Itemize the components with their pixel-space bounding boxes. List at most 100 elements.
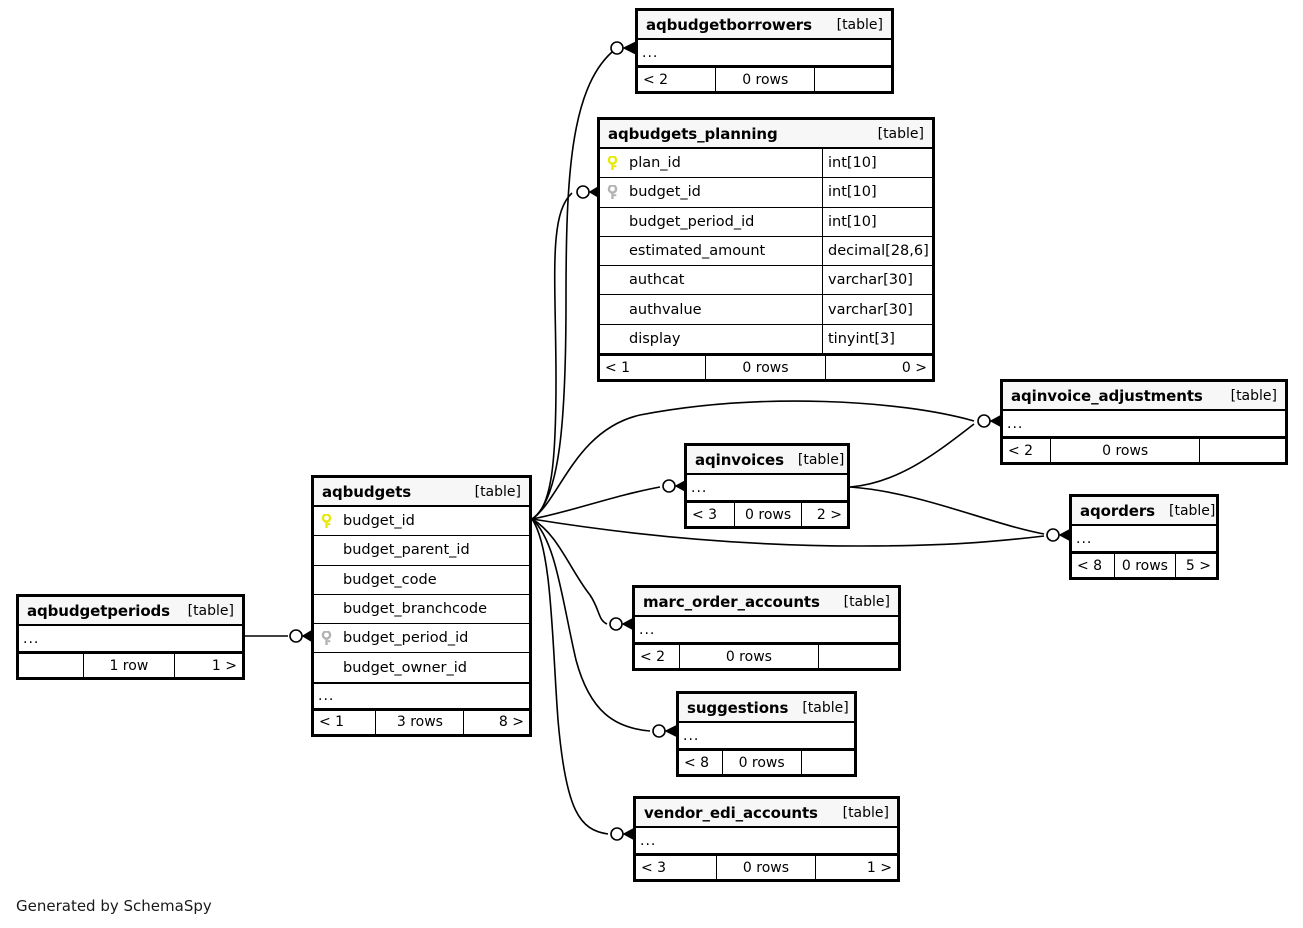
footer-rowcount: 0 rows [717, 856, 817, 879]
table-type-label: [table] [187, 602, 234, 619]
table-type-label: [table] [1230, 387, 1277, 404]
column-row[interactable]: budget_period_id int[10] [600, 207, 932, 237]
footer-children [802, 751, 855, 774]
column-row[interactable]: budget_parent_id [314, 536, 529, 566]
column-name: budget_branchcode [343, 601, 488, 618]
columns-ellipsis: ... [314, 682, 529, 709]
column-datatype: decimal[28,6] [822, 236, 932, 266]
footer-parents: < 8 [1072, 554, 1116, 577]
footer-children [815, 68, 891, 91]
footer-parents: < 2 [1003, 439, 1051, 462]
table-type-label: [table] [1169, 502, 1216, 519]
table-suggestions[interactable]: suggestions [table] ... < 8 0 rows [676, 691, 857, 777]
footer-parents: < 8 [679, 751, 723, 774]
column-row[interactable]: budget_id int[10] [600, 178, 932, 208]
column-datatype: tinyint[3] [822, 324, 932, 354]
table-type-label: [table] [877, 125, 924, 142]
footer-parents: < 1 [314, 710, 377, 734]
table-footer: < 2 0 rows [635, 643, 898, 668]
column-name: budget_id [343, 513, 415, 530]
table-type-label: [table] [802, 699, 849, 716]
table-name: aqbudgets_planning [608, 124, 778, 143]
table-header: aqinvoice_adjustments [table] [1003, 382, 1285, 411]
column-row[interactable]: authvalue varchar[30] [600, 295, 932, 325]
column-row[interactable]: budget_owner_id [314, 653, 529, 683]
column-name: estimated_amount [629, 243, 766, 260]
footer-rowcount: 0 rows [706, 356, 826, 380]
column-datatype: varchar[30] [822, 266, 932, 295]
column-row[interactable]: authcat varchar[30] [600, 266, 932, 296]
columns-ellipsis: ... [1072, 526, 1216, 552]
table-name: suggestions [687, 698, 789, 717]
table-aqinvoice_adjustments[interactable]: aqinvoice_adjustments [table] ... < 2 0 … [1000, 379, 1288, 465]
column-name: authcat [629, 272, 685, 289]
column-name: plan_id [629, 155, 681, 172]
table-aqbudgets_planning[interactable]: aqbudgets_planning [table] plan_id int[1… [597, 117, 935, 383]
footer-children: 2 > [816, 506, 842, 523]
table-vendor_edi_accounts[interactable]: vendor_edi_accounts [table] ... < 3 0 ro… [633, 796, 900, 882]
column-datatype: int[10] [822, 178, 932, 207]
table-aqbudgetborrowers[interactable]: aqbudgetborrowers [table] ... < 2 0 rows [635, 8, 894, 94]
table-header: marc_order_accounts [table] [635, 588, 898, 617]
primary-key-icon [314, 513, 339, 529]
column-row[interactable]: budget_code [314, 566, 529, 595]
table-marc_order_accounts[interactable]: marc_order_accounts [table] ... < 2 0 ro… [632, 585, 901, 671]
table-header: aqorders [table] [1072, 497, 1216, 526]
table-footer: < 2 0 rows [638, 66, 891, 91]
footer-rowcount: 1 row [84, 654, 176, 677]
table-aqinvoices[interactable]: aqinvoices [table] ... < 3 0 rows 2 > [684, 443, 850, 529]
edge-aqbudgets-marc_order_accounts [531, 518, 608, 625]
column-datatype: varchar[30] [822, 295, 932, 324]
edge-aqbudgets-suggestions [531, 518, 651, 732]
footer-children: 8 > [498, 714, 524, 731]
footer-children: 1 > [211, 657, 237, 674]
table-header: aqinvoices [table] [687, 446, 847, 475]
column-row[interactable]: budget_id [314, 507, 529, 537]
column-row[interactable]: plan_id int[10] [600, 149, 932, 179]
table-footer: < 8 0 rows 5 > [1072, 552, 1216, 577]
table-type-label: [table] [843, 593, 890, 610]
column-name: authvalue [629, 301, 702, 318]
column-row[interactable]: budget_period_id [314, 624, 529, 654]
edge-aqbudgets-aqbudgets_planning [531, 192, 573, 520]
table-aqorders[interactable]: aqorders [table] ... < 8 0 rows 5 > [1069, 494, 1219, 580]
generator-credit: Generated by SchemaSpy [16, 897, 212, 915]
table-name: aqinvoice_adjustments [1011, 386, 1203, 405]
table-name: aqbudgetborrowers [646, 15, 812, 34]
column-row[interactable]: budget_branchcode [314, 595, 529, 625]
edge-aqbudgets-vendor_edi_accounts [531, 518, 609, 835]
table-type-label: [table] [836, 16, 883, 33]
table-header: vendor_edi_accounts [table] [636, 799, 897, 828]
table-header: aqbudgets [table] [314, 478, 529, 507]
column-name: budget_code [343, 571, 437, 588]
column-name: display [629, 330, 681, 347]
table-aqbudgetperiods[interactable]: aqbudgetperiods [table] ... 1 row 1 > [16, 594, 245, 680]
column-datatype: int[10] [822, 207, 932, 236]
columns-ellipsis: ... [636, 828, 897, 854]
columns-ellipsis: ... [635, 617, 898, 643]
table-footer: < 2 0 rows [1003, 437, 1285, 462]
footer-parents: < 3 [687, 503, 735, 526]
table-type-label: [table] [474, 483, 521, 500]
column-row[interactable]: estimated_amount decimal[28,6] [600, 236, 932, 267]
edge-aqbudgets-aqinvoices [531, 486, 661, 520]
edge-aqinvoices-aqinvoice_adjustments [849, 423, 975, 488]
column-name: budget_parent_id [343, 542, 470, 559]
column-name: budget_period_id [629, 213, 755, 230]
footer-parents [19, 654, 84, 677]
table-name: aqbudgetperiods [27, 601, 171, 620]
edge-aqinvoices-aqorders [849, 486, 1045, 535]
footer-rowcount: 0 rows [723, 751, 802, 774]
footer-parents: < 3 [636, 856, 717, 879]
table-type-label: [table] [797, 451, 845, 468]
footer-rowcount: 0 rows [1051, 439, 1201, 462]
table-aqbudgets[interactable]: aqbudgets [table] budget_id budget_paren… [311, 475, 532, 737]
column-name: budget_period_id [343, 630, 469, 647]
table-header: aqbudgetborrowers [table] [638, 11, 891, 40]
footer-rowcount: 0 rows [716, 68, 816, 91]
column-datatype: int[10] [822, 149, 932, 178]
footer-parents: < 1 [600, 356, 707, 380]
column-row[interactable]: display tinyint[3] [600, 324, 932, 355]
table-name: aqbudgets [322, 482, 412, 501]
columns-ellipsis: ... [19, 626, 242, 652]
